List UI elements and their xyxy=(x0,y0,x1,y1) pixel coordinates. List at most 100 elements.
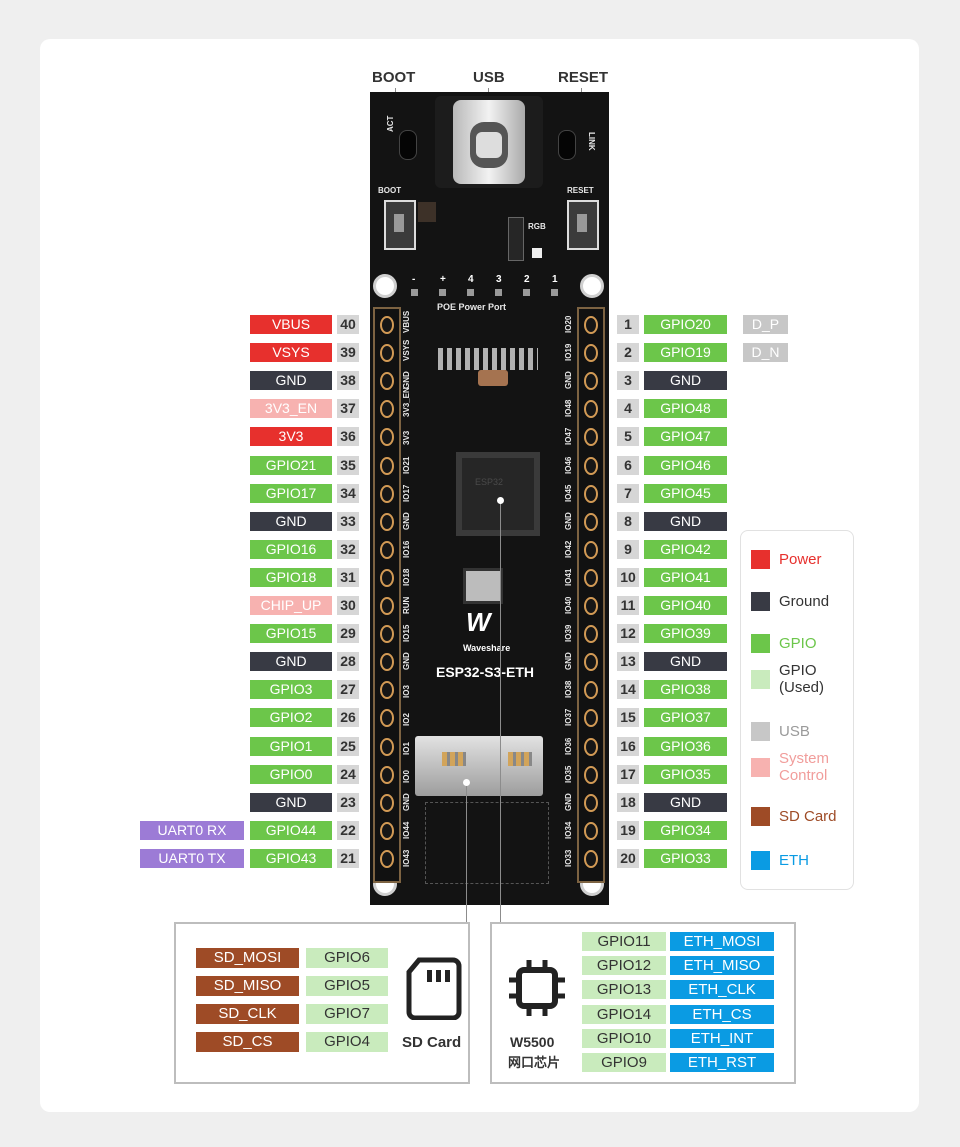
pin-function-tag: GPIO43 xyxy=(250,848,332,868)
legend-label: Power xyxy=(779,551,822,568)
legend-swatch xyxy=(751,851,770,870)
pin-silk-label: GND xyxy=(402,652,411,671)
header-pin xyxy=(380,821,394,840)
pin-number: 21 xyxy=(337,848,359,868)
legend-label: GPIO (Used) xyxy=(779,662,825,696)
pin-function-tag: GND xyxy=(250,511,332,531)
header-pin xyxy=(380,849,394,868)
pin-silk-label: IO3 xyxy=(402,685,411,699)
pin-number: 26 xyxy=(337,708,359,728)
left-pin-header xyxy=(373,307,401,883)
pin-silk-label: IO19 xyxy=(564,343,573,362)
reset-label: RESET xyxy=(558,69,609,86)
pin-function-tag: GND xyxy=(250,792,332,812)
pin-silk-label: IO43 xyxy=(402,849,411,867)
header-pin xyxy=(380,400,394,419)
poe-pin-label: + xyxy=(440,274,446,285)
pin-number: 9 xyxy=(617,539,639,559)
eth-signal-tag: ETH_MISO xyxy=(670,956,774,976)
pin-number: 2 xyxy=(617,343,639,363)
pin-function-tag: GPIO47 xyxy=(644,427,727,447)
poe-pin-pad xyxy=(523,289,530,296)
sd-gpio-tag: GPIO4 xyxy=(306,1032,388,1052)
pin-number: 36 xyxy=(337,427,359,447)
pin-number: 16 xyxy=(617,736,639,756)
header-pin xyxy=(380,681,394,700)
pin-number: 7 xyxy=(617,483,639,503)
pin-function-tag: GPIO33 xyxy=(644,848,727,868)
pin-number: 3 xyxy=(617,371,639,391)
sd-gpio-tag: GPIO6 xyxy=(306,948,388,968)
waveshare-logo: W xyxy=(466,607,491,637)
pin-silk-label: GND xyxy=(564,652,573,671)
pin-silk-label: IO17 xyxy=(402,484,411,502)
header-pin xyxy=(380,709,394,728)
pin-silk-label: GND xyxy=(402,511,411,530)
pin-number: 17 xyxy=(617,764,639,784)
pin-silk-label: IO45 xyxy=(564,484,573,502)
pin-function-tag: GND xyxy=(250,652,332,672)
pin-function-tag: GPIO21 xyxy=(250,455,332,475)
pin-silk-label: GND xyxy=(402,792,411,811)
pin-function-tag: GPIO38 xyxy=(644,680,727,700)
header-pin xyxy=(584,737,598,756)
poe-pin-label: 4 xyxy=(468,274,474,285)
sd-signal-tag: SD_CS xyxy=(196,1032,299,1052)
pin-number: 38 xyxy=(337,371,359,391)
pin-number: 39 xyxy=(337,343,359,363)
pin-silk-label: IO40 xyxy=(564,596,573,614)
eth-gpio-tag: GPIO14 xyxy=(582,1004,666,1024)
pin-function-tag: VSYS xyxy=(250,343,332,363)
pin-function-tag: GPIO0 xyxy=(250,764,332,784)
legend-swatch xyxy=(751,670,770,689)
legend-label: Ground xyxy=(779,593,830,610)
poe-pin-pad xyxy=(495,289,502,296)
reset-silk: RESET xyxy=(567,186,594,195)
header-pin xyxy=(584,568,598,587)
pin-silk-label: IO15 xyxy=(402,624,411,643)
boot-label: BOOT xyxy=(372,69,416,86)
pin-silk-label: 3V3_EN xyxy=(402,387,411,418)
eth-gpio-tag: GPIO13 xyxy=(582,980,666,1000)
pin-function-tag: GPIO34 xyxy=(644,820,727,840)
header-pin xyxy=(584,484,598,503)
pin-number: 10 xyxy=(617,567,639,587)
eth-signal-tag: ETH_RST xyxy=(670,1053,774,1072)
pin-number: 4 xyxy=(617,399,639,419)
eth-leader-line xyxy=(500,500,501,922)
sd-leader-line xyxy=(466,782,467,922)
header-pin xyxy=(584,400,598,419)
pin-function-tag: GPIO41 xyxy=(644,567,727,587)
header-pin xyxy=(584,653,598,672)
mount-hole xyxy=(373,274,397,298)
pin-function-tag: GPIO46 xyxy=(644,455,727,475)
legend-label: GPIO xyxy=(779,635,817,652)
pin-alt-function-tag: UART0 TX xyxy=(140,848,244,868)
pin-silk-label: IO37 xyxy=(564,709,573,727)
mount-hole xyxy=(580,274,604,298)
header-pin xyxy=(584,372,598,391)
pin-function-tag: GPIO42 xyxy=(644,539,727,559)
legend-label: System Control xyxy=(779,750,830,784)
model-silk: ESP32-S3-ETH xyxy=(436,664,535,680)
poe-pin-pad xyxy=(467,289,474,296)
pin-number: 29 xyxy=(337,624,359,644)
pin-number: 23 xyxy=(337,792,359,812)
legend-label: ETH xyxy=(779,852,809,869)
act-silk: ACT xyxy=(386,115,395,132)
pin-number: 18 xyxy=(617,792,639,812)
pin-function-tag: GPIO40 xyxy=(644,596,727,615)
eth-gpio-tag: GPIO11 xyxy=(582,932,666,951)
pin-function-tag: 3V3 xyxy=(250,427,332,447)
pin-function-tag: 3V3_EN xyxy=(250,399,332,419)
header-pin xyxy=(380,316,394,334)
pin-silk-label: IO42 xyxy=(564,540,573,558)
pin-number: 8 xyxy=(617,511,639,531)
pin-silk-label: IO39 xyxy=(564,624,573,643)
pin-silk-label: IO20 xyxy=(564,315,573,333)
pin-silk-label: IO35 xyxy=(564,765,573,783)
header-pin xyxy=(584,344,598,363)
pin-number: 25 xyxy=(337,736,359,756)
legend-swatch xyxy=(751,550,770,569)
